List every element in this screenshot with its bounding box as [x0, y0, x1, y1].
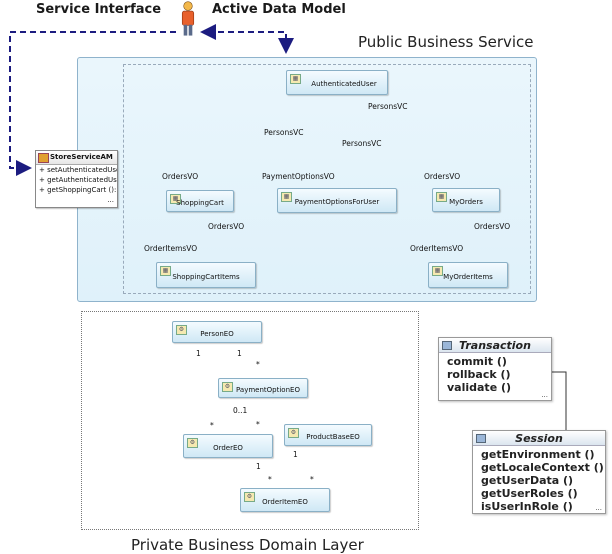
vo-shopping-cart-items[interactable]: ▦ ShoppingCartItems [156, 262, 256, 288]
user-person-icon [181, 1, 195, 36]
multiplicity-label: * [268, 475, 272, 484]
view-object-icon: ▦ [160, 266, 171, 276]
multiplicity-label: * [256, 360, 260, 369]
vo-my-order-items[interactable]: ▦ MyOrderItems [428, 262, 508, 288]
multiplicity-label: * [210, 421, 214, 430]
transaction-more: ... [541, 391, 548, 399]
eo-order-item[interactable]: ⚙ OrderItemEO [240, 488, 330, 512]
edge-label-persons-vc: PersonsVC [342, 139, 382, 148]
store-service-am-header: StoreServiceAM [36, 151, 117, 165]
eo-payment-option-label: PaymentOptionEO [236, 386, 300, 394]
edge-label-orders-vo: OrdersVO [474, 222, 511, 231]
edge-label-persons-vc: PersonsVC [264, 128, 304, 137]
eo-product-base-label: ProductBaseEO [306, 433, 360, 441]
class-icon [476, 434, 486, 443]
transaction-class-name: Transaction [459, 339, 531, 352]
vo-payment-options-for-user-label: PaymentOptionsForUser [294, 198, 380, 206]
view-object-icon: ▦ [170, 194, 181, 204]
entity-object-icon: ⚙ [222, 382, 233, 392]
active-data-model-heading: Active Data Model [212, 2, 346, 17]
entity-object-icon: ⚙ [176, 325, 187, 335]
session-method: getLocaleContext () [481, 461, 604, 474]
view-object-icon: ▦ [290, 74, 301, 84]
session-class-name: Session [515, 432, 563, 445]
vo-shopping-cart-items-label: ShoppingCartItems [172, 273, 240, 281]
edge-label-order-items-vo: OrderItemsVO [144, 244, 198, 253]
store-service-am-name: StoreServiceAM [50, 153, 113, 161]
application-module-icon [38, 153, 49, 163]
edge-label-orders-vo: OrdersVO [162, 172, 199, 181]
transaction-class[interactable]: Transaction commit () rollback () valida… [438, 337, 552, 401]
eo-payment-option[interactable]: ⚙ PaymentOptionEO [218, 378, 308, 398]
multiplicity-label: 0..1 [233, 406, 248, 415]
vo-authenticated-user[interactable]: ▦ AuthenticatedUser [286, 70, 388, 95]
store-service-am[interactable]: StoreServiceAM + setAuthenticatedUse + g… [35, 150, 118, 208]
service-interface-heading: Service Interface [36, 2, 162, 17]
edge-label-order-items-vo: OrderItemsVO [410, 244, 464, 253]
session-class[interactable]: Session getEnvironment () getLocaleConte… [472, 430, 606, 514]
private-business-domain-title: Private Business Domain Layer [131, 536, 364, 554]
multiplicity-label: * [256, 420, 260, 429]
transaction-method: validate () [447, 381, 512, 394]
vo-my-orders[interactable]: ▦ MyOrders [432, 188, 500, 212]
am-method: + getAuthenticatedUse [39, 176, 117, 184]
view-object-icon: ▦ [281, 192, 292, 202]
vo-my-orders-label: MyOrders [449, 198, 483, 206]
am-more: ... [107, 196, 114, 204]
eo-person-label: PersonEO [200, 330, 234, 338]
session-class-header: Session [473, 431, 605, 446]
view-object-icon: ▦ [432, 266, 443, 276]
edge-label-orders-vo: OrdersVO [208, 222, 245, 231]
session-method: isUserInRole () [481, 500, 573, 513]
multiplicity-label: * [310, 475, 314, 484]
data-model-panel [123, 64, 531, 294]
eo-person[interactable]: ⚙ PersonEO [172, 321, 262, 343]
transaction-method: rollback () [447, 368, 511, 381]
active-data-model-wire [200, 24, 287, 40]
eo-order[interactable]: ⚙ OrderEO [183, 434, 273, 458]
class-icon [442, 341, 452, 350]
vo-authenticated-user-label: AuthenticatedUser [311, 80, 377, 88]
entity-object-icon: ⚙ [187, 438, 198, 448]
public-business-service-title: Public Business Service [358, 33, 534, 51]
multiplicity-label: 1 [237, 349, 242, 358]
edge-label-persons-vc: PersonsVC [368, 102, 408, 111]
am-method: + setAuthenticatedUse [39, 166, 117, 174]
transaction-session-link [551, 371, 567, 430]
multiplicity-label: 1 [293, 450, 298, 459]
view-object-icon: ▦ [436, 192, 447, 202]
multiplicity-label: 1 [196, 349, 201, 358]
vo-my-order-items-label: MyOrderItems [443, 273, 493, 281]
session-method: getEnvironment () [481, 448, 595, 461]
eo-order-item-label: OrderItemEO [262, 498, 308, 506]
vo-shopping-cart-label: ShoppingCart [176, 199, 224, 207]
am-method: + getShoppingCart (): [39, 186, 117, 194]
session-more: ... [595, 504, 602, 512]
edge-label-orders-vo: OrdersVO [424, 172, 461, 181]
public-business-service-panel [77, 57, 537, 302]
entity-object-icon: ⚙ [288, 428, 299, 438]
multiplicity-label: 1 [256, 462, 261, 471]
transaction-method: commit () [447, 355, 507, 368]
vo-payment-options-for-user[interactable]: ▦ PaymentOptionsForUser [277, 188, 397, 213]
service-interface-wire [9, 31, 176, 176]
eo-product-base[interactable]: ⚙ ProductBaseEO [284, 424, 372, 446]
eo-order-label: OrderEO [213, 444, 243, 452]
session-method: getUserRoles () [481, 487, 578, 500]
vo-shopping-cart[interactable]: ▦ ShoppingCart [166, 190, 234, 212]
entity-object-icon: ⚙ [244, 492, 255, 502]
transaction-class-header: Transaction [439, 338, 551, 353]
session-method: getUserData () [481, 474, 574, 487]
edge-label-payment-options-vo: PaymentOptionsVO [262, 172, 335, 181]
